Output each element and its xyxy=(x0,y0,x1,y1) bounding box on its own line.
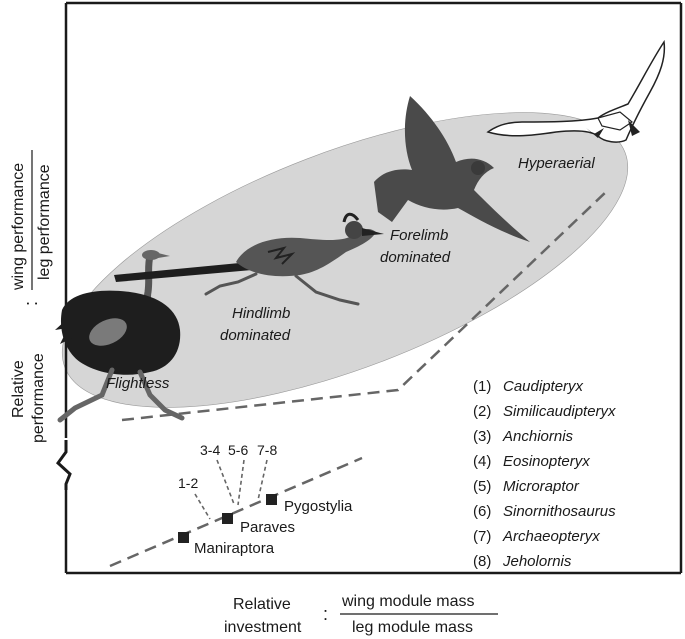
x-axis-denominator: leg module mass xyxy=(352,619,473,636)
taxa-legend: (1) Caudipteryx (2) Similicaudipteryx (3… xyxy=(473,378,616,570)
pygostylia-marker xyxy=(266,494,277,505)
label-hindlimb-line2: dominated xyxy=(220,327,291,344)
x-axis-numerator: wing module mass xyxy=(341,593,475,610)
taxon-name: Anchiornis xyxy=(502,428,574,445)
group-label-5-6: 5-6 xyxy=(228,442,248,458)
x-axis-label: Relative investment : wing module mass l… xyxy=(224,593,498,636)
taxon-num: (3) xyxy=(473,428,491,445)
y-axis-prefix-line2: performance xyxy=(30,353,47,443)
x-axis-prefix-line2: investment xyxy=(224,619,302,636)
upper-dashed-line xyxy=(121,189,609,422)
group-label-7-8: 7-8 xyxy=(257,442,277,458)
taxon-num: (1) xyxy=(473,378,491,395)
y-axis-separator: : xyxy=(21,301,41,306)
group-label-1-2: 1-2 xyxy=(178,475,198,491)
taxon-name: Archaeopteryx xyxy=(502,528,600,545)
roadrunner-icon xyxy=(114,212,384,306)
label-pygostylia: Pygostylia xyxy=(284,498,353,515)
gull-icon xyxy=(486,39,666,143)
plot-frame xyxy=(64,1,683,575)
x-axis-prefix-line1: Relative xyxy=(233,596,291,613)
taxon-name: Similicaudipteryx xyxy=(503,403,616,420)
label-hindlimb-line1: Hindlimb xyxy=(232,305,290,322)
y-axis-label: Relative performance : wing performance … xyxy=(10,150,53,443)
taxon-num: (4) xyxy=(473,453,491,470)
group-label-3-4: 3-4 xyxy=(200,442,220,458)
taxon-name: Caudipteryx xyxy=(503,378,584,395)
label-hyperaerial: Hyperaerial xyxy=(518,155,595,172)
axis-break-icon xyxy=(55,440,72,490)
taxon-name: Microraptor xyxy=(503,478,580,495)
taxon-num: (8) xyxy=(473,553,491,570)
taxon-name: Jeholornis xyxy=(502,553,572,570)
label-maniraptora: Maniraptora xyxy=(194,540,275,557)
x-axis-separator: : xyxy=(323,604,328,624)
label-paraves: Paraves xyxy=(240,519,295,536)
label-forelimb-line2: dominated xyxy=(380,249,451,266)
taxon-num: (2) xyxy=(473,403,491,420)
lower-dashed-line xyxy=(109,456,363,568)
y-axis-denominator: leg performance xyxy=(36,164,53,280)
ostrich-icon xyxy=(52,250,185,423)
label-flightless: Flightless xyxy=(106,375,170,392)
taxon-num: (6) xyxy=(473,503,491,520)
taxon-name: Sinornithosaurus xyxy=(503,503,616,520)
y-axis-numerator: wing performance xyxy=(10,163,27,291)
label-forelimb-line1: Forelimb xyxy=(390,227,448,244)
maniraptora-marker xyxy=(178,532,189,543)
taxon-num: (7) xyxy=(473,528,491,545)
taxon-num: (5) xyxy=(473,478,491,495)
taxon-name: Eosinopteryx xyxy=(503,453,590,470)
group-connectors xyxy=(194,459,268,520)
pigeon-icon xyxy=(374,96,530,242)
paraves-marker xyxy=(222,513,233,524)
y-axis-prefix-line1: Relative xyxy=(10,360,27,418)
